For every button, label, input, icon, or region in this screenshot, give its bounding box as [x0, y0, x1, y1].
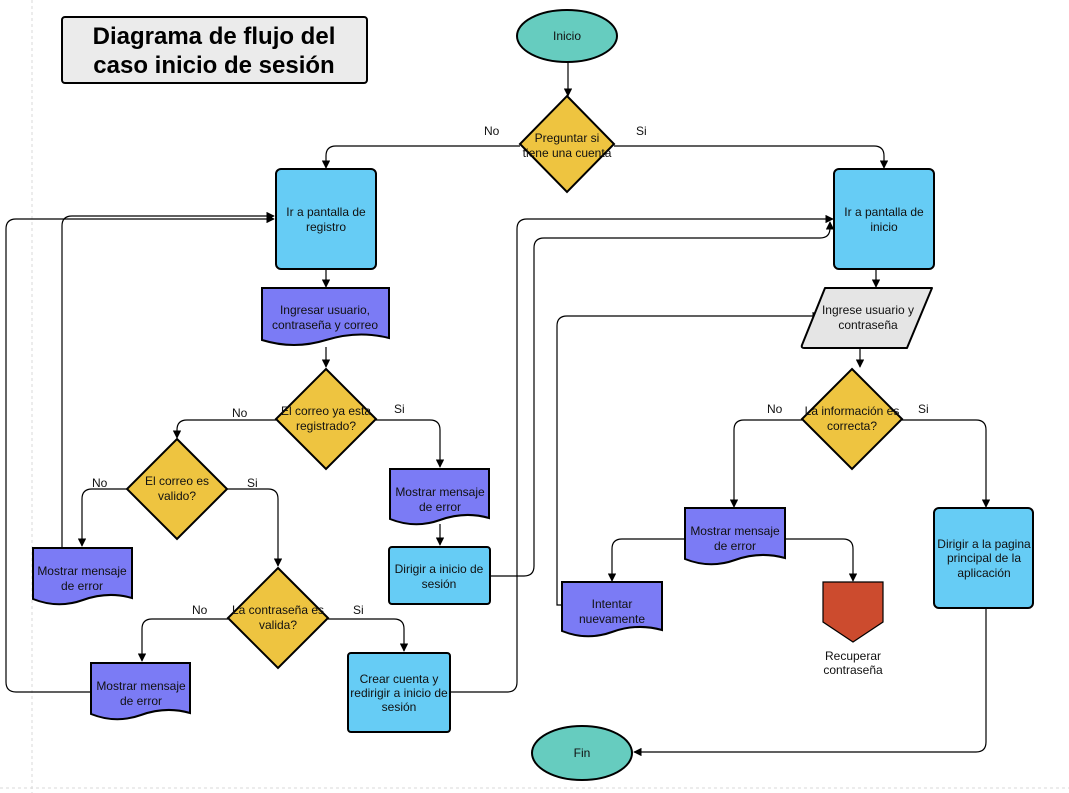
- node-error-invalido-line-2: de error: [61, 579, 103, 593]
- title-line-2: caso inicio de sesión: [93, 52, 334, 79]
- label-preguntar-si: Si: [636, 124, 647, 138]
- node-info-correcta-line-2: correcta?: [827, 419, 877, 433]
- node-error-login-line-2: de error: [714, 539, 756, 553]
- edges: [5, 62, 991, 757]
- node-ir-registro: Ir a pantalla de registro: [275, 168, 377, 270]
- label-registrado-no: No: [232, 406, 248, 420]
- edge-preguntar-no: [321, 145, 520, 169]
- node-info-correcta-line-1: La información es: [805, 404, 900, 418]
- node-error-login: Mostrar mensaje de error: [684, 507, 786, 566]
- node-contrasena-valida: La contraseña es valida?: [226, 566, 330, 670]
- node-info-correcta: La información es correcta?: [800, 367, 904, 471]
- node-ir-registro-line-1: Ir a pantalla de: [286, 205, 366, 219]
- edge-preguntar-si: [614, 145, 889, 169]
- node-ir-inicio-line-1: Ir a pantalla de: [844, 205, 924, 219]
- label-contrasena-si: Si: [353, 603, 364, 617]
- node-error-registrado-line-2: de error: [419, 500, 461, 514]
- node-recuperar-line-2: contraseña: [823, 663, 883, 677]
- node-dirigir-inicio-line-2: sesión: [422, 577, 457, 591]
- edge-intentar-ingrese: [556, 311, 821, 606]
- node-ingresar-registro-line-2: contraseña y correo: [272, 318, 378, 332]
- edge-info-no: [729, 419, 802, 508]
- node-inicio: Inicio: [516, 9, 618, 63]
- node-correo-registrado: El correo ya esta registrado?: [274, 367, 378, 471]
- node-contrasena-valida-line-2: valida?: [259, 618, 297, 632]
- edge-valido-si: [227, 488, 283, 567]
- edge-registrado-no: [172, 419, 276, 439]
- node-error-registrado: Mostrar mensaje de error: [389, 468, 490, 526]
- node-recuperar-line-1: Recuperar: [825, 649, 881, 663]
- edge-registrado-si: [376, 419, 445, 468]
- label-info-si: Si: [918, 402, 929, 416]
- node-correo-registrado-line-2: registrado?: [296, 419, 356, 433]
- diagram-title: Diagrama de flujo del caso inicio de ses…: [61, 16, 368, 84]
- node-contrasena-valida-line-1: La contraseña es: [232, 603, 324, 617]
- label-registrado-si: Si: [394, 402, 405, 416]
- node-error-invalido-line-1: Mostrar mensaje: [37, 564, 127, 578]
- node-correo-valido-line-1: El correo es: [145, 474, 209, 488]
- node-crear-cuenta-line-1: Crear cuenta y: [360, 672, 439, 686]
- node-ingrese-login-line-1: Ingrese usuario y: [822, 303, 914, 317]
- node-crear-cuenta-line-3: sesión: [382, 700, 417, 714]
- node-dirigir-inicio: Dirigir a inicio de sesión: [388, 546, 491, 605]
- node-error-contrasena-line-1: Mostrar mensaje: [96, 679, 186, 693]
- edge-valido-no: [77, 488, 127, 547]
- edge-principal-fin: [633, 608, 987, 757]
- node-ingrese-login-line-2: contraseña: [838, 318, 898, 332]
- node-ir-inicio: Ir a pantalla de inicio: [833, 168, 935, 270]
- label-valido-si: Si: [247, 476, 258, 490]
- node-error-contrasena-line-2: de error: [120, 694, 162, 708]
- node-error-invalido: Mostrar mensaje de error: [32, 547, 133, 606]
- node-dirigir-inicio-line-1: Dirigir a inicio de: [395, 562, 484, 576]
- node-inicio-line-1: Inicio: [553, 29, 581, 43]
- node-ir-inicio-line-2: inicio: [870, 220, 898, 234]
- label-contrasena-no: No: [192, 603, 208, 617]
- node-ir-registro-line-2: registro: [306, 220, 346, 234]
- node-dirigir-principal: Dirigir a la pagina principal de la apli…: [933, 507, 1034, 609]
- edge-errorcontrasena-registro: [5, 214, 275, 693]
- node-crear-cuenta-line-2: redirigir a inicio de: [350, 686, 448, 700]
- edge-contrasena-si: [328, 618, 409, 652]
- node-correo-valido: El correo es valido?: [125, 437, 229, 541]
- node-fin-line-1: Fin: [574, 746, 591, 760]
- node-ingresar-registro-line-1: Ingresar usuario,: [280, 303, 370, 317]
- node-intentar-line-1: Intentar: [592, 597, 633, 611]
- node-ingrese-login: Ingrese usuario y contraseña: [800, 287, 933, 349]
- node-fin: Fin: [531, 725, 633, 781]
- node-preguntar: Preguntar si tiene una cuenta: [518, 94, 616, 194]
- edge-dirigir-irinicio: [490, 221, 835, 577]
- edge-contrasena-no: [137, 618, 228, 662]
- node-correo-registrado-line-1: El correo ya esta: [281, 404, 371, 418]
- node-intentar: Intentar nuevamente: [561, 581, 663, 638]
- edge-errorlogin-intentar: [607, 538, 685, 582]
- label-preguntar-no: No: [484, 124, 500, 138]
- node-dirigir-principal-line-2: principal de la: [947, 551, 1021, 565]
- node-dirigir-principal-line-3: aplicación: [957, 566, 1010, 580]
- node-error-login-line-1: Mostrar mensaje: [690, 524, 780, 538]
- label-info-no: No: [767, 402, 783, 416]
- label-valido-no: No: [92, 476, 108, 490]
- node-preguntar-line-1: Preguntar si: [535, 131, 600, 145]
- node-preguntar-line-2: tiene una cuenta: [523, 146, 612, 160]
- edge-info-si: [902, 419, 991, 508]
- edge-labels: No Si No Si No Si No Si No Si: [92, 124, 929, 617]
- title-line-1: Diagrama de flujo del: [93, 23, 336, 50]
- node-error-registrado-line-1: Mostrar mensaje: [395, 485, 485, 499]
- node-correo-valido-line-2: valido?: [158, 489, 196, 503]
- edge-crear-irinicio: [450, 214, 834, 693]
- node-error-contrasena: Mostrar mensaje de error: [90, 662, 191, 721]
- node-crear-cuenta: Crear cuenta y redirigir a inicio de ses…: [347, 652, 451, 733]
- node-ingresar-registro: Ingresar usuario, contraseña y correo: [261, 287, 390, 346]
- node-dirigir-principal-line-1: Dirigir a la pagina: [937, 537, 1031, 551]
- node-intentar-line-2: nuevamente: [579, 612, 645, 626]
- node-recuperar: Recuperar contraseña: [822, 581, 884, 677]
- edge-errorlogin-recuperar: [785, 538, 858, 582]
